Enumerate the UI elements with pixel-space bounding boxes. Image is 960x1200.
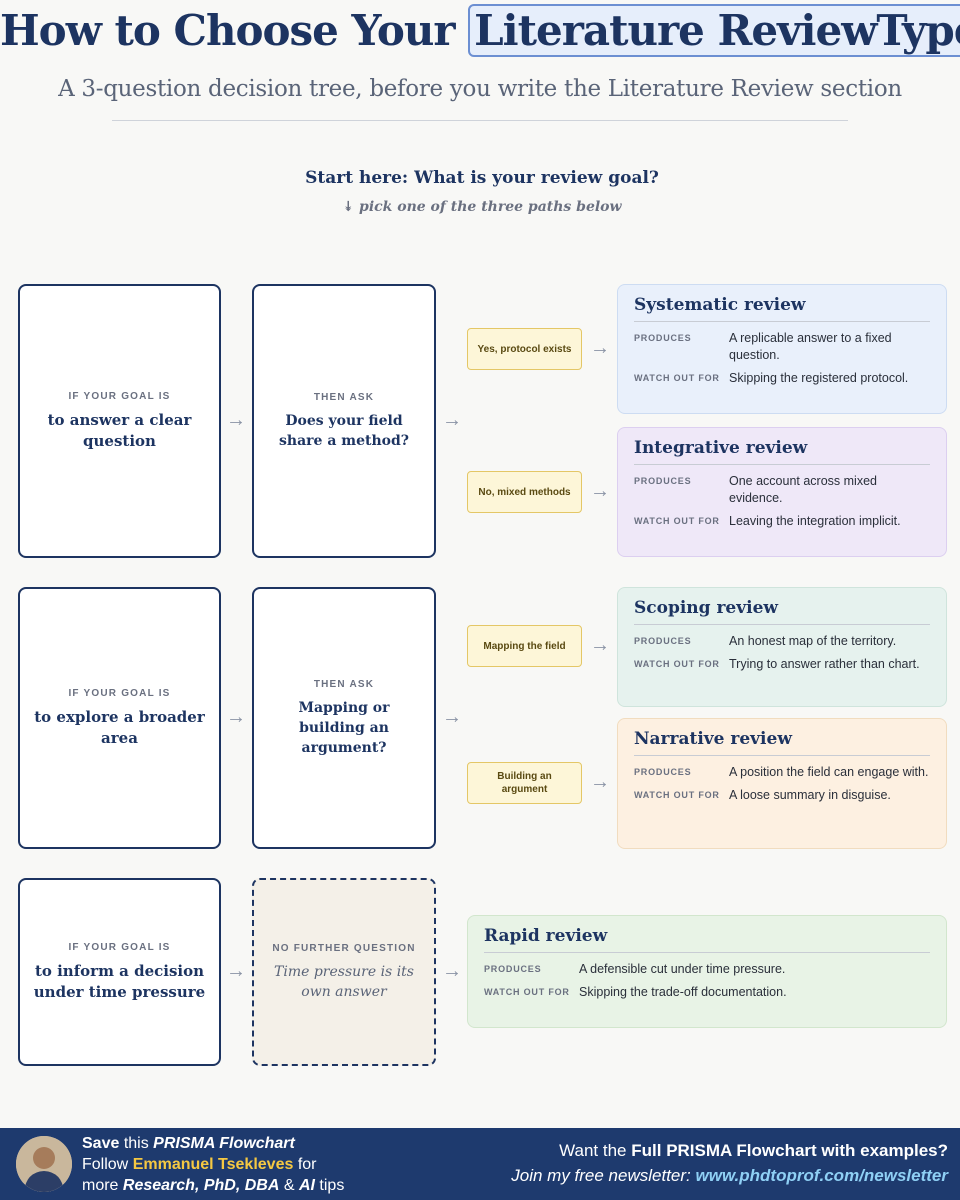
footer-follow: Follow bbox=[82, 1156, 133, 1173]
goal-kicker: IF YOUR GOAL IS bbox=[68, 390, 171, 402]
no-further-text: Time pressure is its own answer bbox=[274, 963, 414, 1000]
footer-line-follow: Follow Emmanuel Tsekleves for bbox=[82, 1156, 317, 1174]
integrative-review-card: Integrative review PRODUCES One account a… bbox=[617, 427, 947, 557]
produces-label: PRODUCES bbox=[634, 476, 692, 486]
systematic-review-card: Systematic review PRODUCES A replicable a… bbox=[617, 284, 947, 414]
start-question: Start here: What is your review goal? bbox=[305, 168, 659, 188]
footer-for: for bbox=[293, 1156, 317, 1173]
footer-this: this bbox=[119, 1135, 154, 1152]
no-further-kicker: NO FURTHER QUESTION bbox=[272, 942, 416, 954]
watch-label: WATCH OUT FOR bbox=[634, 516, 720, 526]
produces-text: One account across mixed evidence. bbox=[729, 474, 877, 505]
ask-kicker: THEN ASK bbox=[313, 678, 375, 690]
watch-text: Skipping the registered protocol. bbox=[729, 371, 909, 385]
page-subtitle: A 3-question decision tree, before you w… bbox=[58, 76, 902, 102]
title-text: How to Choose Your bbox=[0, 6, 469, 55]
produces-text: A position the field can engage with. bbox=[729, 765, 929, 779]
footer-line-save: Save this PRISMA Flowchart bbox=[82, 1135, 295, 1153]
branch-chip: No, mixed methods bbox=[467, 471, 582, 513]
arrow-right-icon: → bbox=[590, 634, 610, 656]
footer-newsletter: Join my free newsletter: www.phdtoprof.c… bbox=[412, 1166, 948, 1186]
newsletter-link[interactable]: www.phdtoprof.com/newsletter bbox=[695, 1166, 949, 1185]
ask-text: Does your field share a method? bbox=[279, 412, 409, 449]
arrow-right-icon: → bbox=[226, 409, 246, 431]
avatar bbox=[16, 1136, 72, 1192]
arrow-right-icon: → bbox=[442, 960, 462, 982]
goal-kicker: IF YOUR GOAL IS bbox=[68, 941, 171, 953]
arrow-right-icon: → bbox=[590, 337, 610, 359]
path3-no-question-box: NO FURTHER QUESTION Time pressure is its… bbox=[252, 878, 436, 1066]
footer-line-more: more Research, PhD, DBA & AI tips bbox=[82, 1177, 344, 1195]
produces-label: PRODUCES bbox=[634, 636, 692, 646]
header-divider bbox=[112, 120, 848, 121]
arrow-right-icon: → bbox=[590, 480, 610, 502]
watch-text: A loose summary in disguise. bbox=[729, 788, 891, 802]
watch-label: WATCH OUT FOR bbox=[634, 659, 720, 669]
branch-chip: Mapping the field bbox=[467, 625, 582, 667]
card-title: Scoping review bbox=[634, 598, 930, 625]
start-hint: ↡ pick one of the three paths below bbox=[342, 199, 622, 215]
scoping-review-card: Scoping review PRODUCES An honest map of … bbox=[617, 587, 947, 707]
goal-text: to answer a clear question bbox=[47, 410, 192, 450]
branch-chip: Building an argument bbox=[467, 762, 582, 804]
ask-kicker: THEN ASK bbox=[313, 391, 375, 403]
goal-text: to inform a decision under time pressure bbox=[33, 961, 206, 1001]
goal-text: to explore a broader area bbox=[34, 707, 205, 747]
card-title: Integrative review bbox=[634, 438, 930, 465]
produces-label: PRODUCES bbox=[484, 964, 542, 974]
produces-text: An honest map of the territory. bbox=[729, 634, 897, 648]
arrow-right-icon: → bbox=[442, 409, 462, 431]
footer-ai: AI bbox=[298, 1177, 315, 1194]
footer-amp: & bbox=[279, 1177, 299, 1194]
path2-ask-box: THEN ASK Mapping or building an argument… bbox=[252, 587, 436, 849]
footer-save: Save bbox=[82, 1135, 120, 1152]
footer-more: more bbox=[82, 1177, 123, 1194]
footer-full: Full PRISMA Flowchart with examples? bbox=[631, 1141, 948, 1160]
footer-want: Want the bbox=[559, 1141, 632, 1160]
author-name: Emmanuel Tsekleves bbox=[132, 1156, 294, 1173]
page-title: How to Choose Your Literature ReviewType bbox=[0, 4, 960, 57]
footer-join: Join my free newsletter: bbox=[511, 1166, 696, 1185]
branch-chip: Yes, protocol exists bbox=[467, 328, 582, 370]
card-title: Narrative review bbox=[634, 729, 930, 756]
card-title: Systematic review bbox=[634, 295, 930, 322]
watch-label: WATCH OUT FOR bbox=[634, 373, 720, 383]
footer-prisma: PRISMA Flowchart bbox=[153, 1135, 295, 1152]
card-title: Rapid review bbox=[484, 926, 930, 953]
watch-label: WATCH OUT FOR bbox=[484, 987, 570, 997]
arrow-right-icon: → bbox=[226, 960, 246, 982]
produces-text: A defensible cut under time pressure. bbox=[579, 962, 786, 976]
arrow-right-icon: → bbox=[226, 706, 246, 728]
rapid-review-card: Rapid review PRODUCES A defensible cut un… bbox=[467, 915, 947, 1028]
footer-research: Research, PhD, DBA bbox=[122, 1177, 280, 1194]
produces-text: A replicable answer to a fixed question. bbox=[729, 331, 892, 362]
arrow-right-icon: → bbox=[590, 771, 610, 793]
footer-cta: Want the Full PRISMA Flowchart with exam… bbox=[412, 1141, 948, 1161]
produces-label: PRODUCES bbox=[634, 767, 692, 777]
arrow-right-icon: → bbox=[442, 706, 462, 728]
watch-text: Skipping the trade-off documentation. bbox=[579, 985, 787, 999]
path1-ask-box: THEN ASK Does your field share a method? bbox=[252, 284, 436, 558]
footer-tips: tips bbox=[314, 1177, 345, 1194]
path1-goal-box: IF YOUR GOAL IS to answer a clear questi… bbox=[18, 284, 221, 558]
footer-banner: Save this PRISMA Flowchart Follow Emmanu… bbox=[0, 1128, 960, 1200]
watch-text: Leaving the integration implicit. bbox=[729, 514, 901, 528]
narrative-review-card: Narrative review PRODUCES A position the … bbox=[617, 718, 947, 849]
watch-label: WATCH OUT FOR bbox=[634, 790, 720, 800]
watch-text: Trying to answer rather than chart. bbox=[729, 657, 920, 671]
goal-kicker: IF YOUR GOAL IS bbox=[68, 687, 171, 699]
title-highlight: Literature ReviewType bbox=[468, 4, 960, 57]
path3-goal-box: IF YOUR GOAL IS to inform a decision und… bbox=[18, 878, 221, 1066]
produces-label: PRODUCES bbox=[634, 333, 692, 343]
ask-text: Mapping or building an argument? bbox=[298, 699, 390, 756]
path2-goal-box: IF YOUR GOAL IS to explore a broader are… bbox=[18, 587, 221, 849]
